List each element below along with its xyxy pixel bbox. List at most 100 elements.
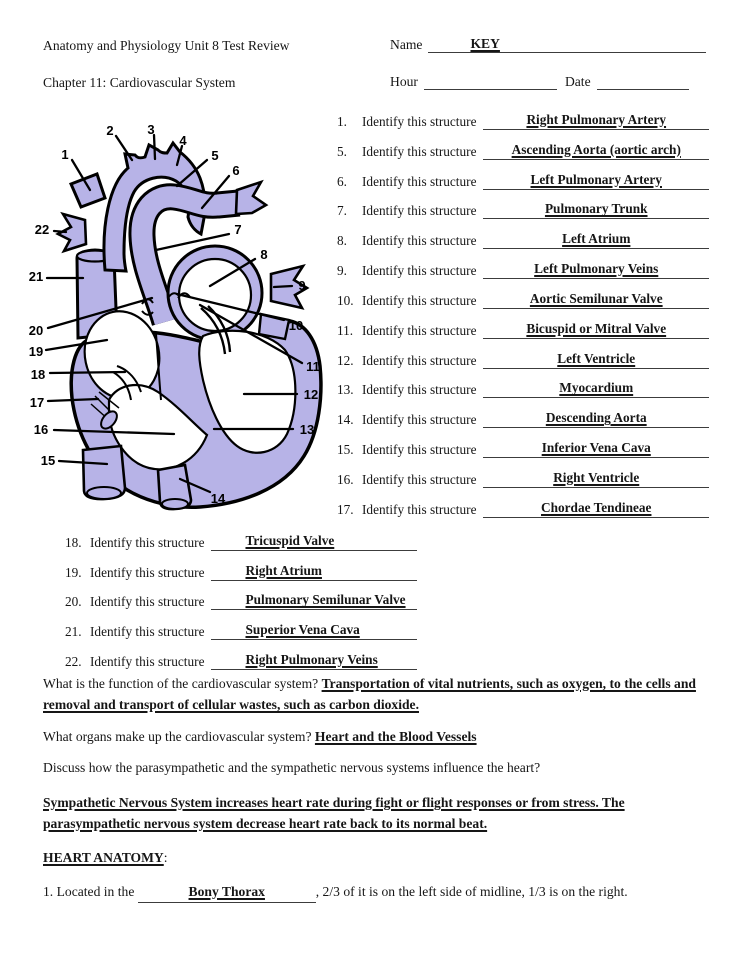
answer-text: Bicuspid or Mitral Valve bbox=[526, 320, 667, 336]
diagram-label-15: 15 bbox=[41, 453, 55, 468]
leader-line-16 bbox=[52, 428, 176, 436]
diagram-label-14: 14 bbox=[211, 491, 226, 506]
answer-text: Inferior Vena Cava bbox=[541, 440, 651, 456]
left-pulmonary-artery-fork bbox=[234, 179, 269, 216]
leader-line-20 bbox=[46, 296, 154, 330]
diagram-label-17: 17 bbox=[30, 395, 44, 410]
diagram-label-7: 7 bbox=[234, 222, 241, 237]
answer-blank: Left Atrium bbox=[483, 231, 709, 250]
item-number: 20. bbox=[65, 594, 82, 610]
answer-text: Pulmonary Trunk bbox=[544, 201, 648, 217]
right-pulmonary-veins bbox=[55, 211, 88, 254]
answer-text: Left Pulmonary Veins bbox=[534, 261, 659, 277]
identify-prompt: Identify this structure bbox=[90, 534, 205, 550]
leader-line-3 bbox=[152, 133, 157, 161]
leader-line-9 bbox=[272, 284, 294, 289]
leader-line-5 bbox=[175, 158, 209, 188]
heading-colon: : bbox=[163, 849, 168, 865]
leader-line-15 bbox=[57, 459, 109, 466]
left-atrium-chamber bbox=[177, 257, 253, 333]
date-blank bbox=[596, 73, 689, 90]
answer-blank: Right Atrium bbox=[211, 563, 417, 581]
identify-prompt: Identify this structure bbox=[362, 292, 477, 308]
diagram-label-3: 3 bbox=[147, 122, 154, 137]
answer-blank: Ascending Aorta (aortic arch) bbox=[483, 142, 709, 160]
diagram-label-4: 4 bbox=[179, 133, 187, 148]
answer-blank: Left Ventricle bbox=[483, 351, 709, 369]
answer-text: Chordae Tendineae bbox=[541, 499, 652, 515]
identify-prompt: Identify this structure bbox=[362, 352, 477, 368]
identify-prompt: Identify this structure bbox=[362, 442, 477, 458]
identify-prompt: Identify this structure bbox=[362, 322, 477, 338]
tricuspid-valve bbox=[112, 365, 142, 401]
diagram-label-5: 5 bbox=[211, 148, 218, 163]
answer-blank: Right Ventricle bbox=[483, 470, 709, 488]
answer-blank: Descending Aorta bbox=[483, 410, 709, 429]
identify-row: 11. Identify this structure Bicuspid or Mi… bbox=[337, 309, 709, 339]
anatomy-item-1-suffix: , 2/3 of it is on the left side of midli… bbox=[315, 883, 628, 899]
anatomy-item-1-answer: Bony Thorax bbox=[188, 883, 265, 899]
pulmonary-trunk bbox=[131, 186, 240, 325]
identify-row: 8. Identify this structure Left Atrium bbox=[337, 219, 709, 250]
leader-line-11 bbox=[198, 303, 304, 365]
question-1: What is the function of the cardiovascul… bbox=[43, 674, 719, 716]
answer-text: Superior Vena Cava bbox=[245, 622, 360, 638]
leader-line-1 bbox=[70, 158, 92, 192]
item-number: 8. bbox=[337, 233, 347, 249]
name-value: KEY bbox=[470, 36, 500, 51]
leader-line-19 bbox=[44, 338, 109, 352]
item-number: 17. bbox=[337, 501, 354, 517]
answer-blank: Bicuspid or Mitral Valve bbox=[483, 321, 709, 339]
heart-anatomy-heading: HEART ANATOMY: bbox=[43, 848, 719, 869]
diagram-label-13: 13 bbox=[300, 422, 314, 437]
anatomy-item-1-blank: Bony Thorax bbox=[137, 882, 316, 904]
identify-prompt: Identify this structure bbox=[362, 233, 477, 249]
identify-prompt: Identify this structure bbox=[362, 501, 477, 517]
interatrial-septum bbox=[155, 333, 162, 401]
name-row: Name KEY bbox=[390, 36, 706, 53]
item-number: 11. bbox=[337, 322, 354, 338]
answer-blank: Right Pulmonary Veins bbox=[211, 652, 417, 670]
question-3-answer-par: Sympathetic Nervous System increases hea… bbox=[43, 793, 719, 835]
diagram-label-12: 12 bbox=[304, 387, 318, 402]
diagram-label-18: 18 bbox=[31, 367, 45, 382]
answer-text: Myocardium bbox=[559, 380, 634, 396]
item-number: 14. bbox=[337, 412, 354, 428]
heading-text: HEART ANATOMY bbox=[43, 849, 164, 865]
leader-line-2 bbox=[114, 134, 134, 162]
item-number: 12. bbox=[337, 352, 354, 368]
answer-blank: Myocardium bbox=[483, 380, 709, 399]
answer-text: Ascending Aorta (aortic arch) bbox=[511, 141, 681, 157]
answer-blank: Superior Vena Cava bbox=[211, 622, 417, 641]
diagram-label-16: 16 bbox=[34, 422, 48, 437]
item-number: 5. bbox=[337, 143, 347, 159]
answer-text: Left Ventricle bbox=[557, 350, 636, 366]
answer-blank: Aortic Semilunar Valve bbox=[483, 291, 709, 309]
identify-row: 12. Identify this structure Left Ventricle bbox=[337, 339, 709, 369]
question-2: What organs make up the cardiovascular s… bbox=[43, 727, 719, 748]
identify-prompt: Identify this structure bbox=[362, 203, 477, 219]
vessel-stub-1 bbox=[69, 172, 107, 209]
identify-prompt: Identify this structure bbox=[90, 594, 205, 610]
answer-text: Right Atrium bbox=[245, 562, 322, 578]
mitral-valve bbox=[200, 305, 232, 355]
answer-blank: Inferior Vena Cava bbox=[483, 440, 709, 459]
identify-prompt: Identify this structure bbox=[362, 382, 477, 398]
page-title: Anatomy and Physiology Unit 8 Test Revie… bbox=[43, 38, 290, 53]
leader-line-14 bbox=[178, 477, 212, 494]
answer-blank: Right Pulmonary Artery bbox=[483, 112, 709, 130]
questions-section: What is the function of the cardiovascul… bbox=[43, 674, 719, 914]
name-blank: KEY bbox=[428, 36, 706, 53]
